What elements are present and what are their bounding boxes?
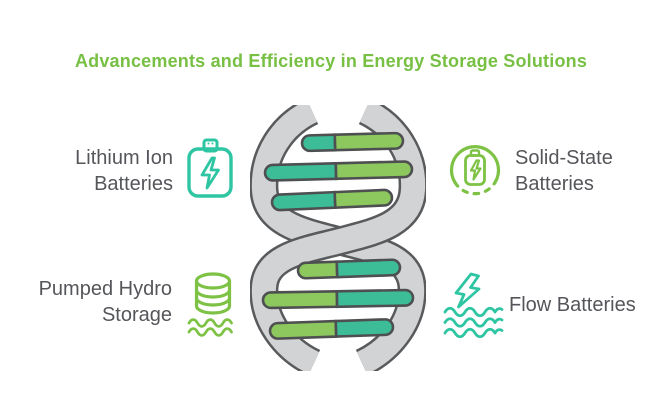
dna-helix-graphic (250, 105, 426, 371)
label-pumped-hydro-storage: Pumped Hydro Storage (39, 276, 172, 328)
label-lithium-ion-batteries: Lithium Ion Batteries (75, 145, 173, 197)
label-line: Batteries (515, 173, 594, 195)
label-line: Solid-State (515, 147, 613, 169)
label-line: Batteries (94, 173, 173, 195)
battery-bolt-icon (187, 138, 233, 198)
battery-circle-dashed-icon (449, 145, 501, 196)
helix-rung (296, 258, 402, 280)
label-line: Storage (101, 304, 172, 326)
bolt-waves-icon (443, 272, 504, 339)
helix-rung (270, 188, 394, 212)
helix-rung (261, 288, 415, 310)
helix-rungs (261, 131, 415, 340)
label-solid-state-batteries: Solid-State Batteries (515, 145, 613, 197)
helix-rung (263, 160, 414, 182)
cylinder-waves-icon (187, 272, 233, 337)
page-title: Advancements and Efficiency in Energy St… (74, 51, 588, 71)
label-flow-batteries: Flow Batteries (509, 292, 636, 318)
helix-rung (300, 131, 405, 153)
helix-strand-front (251, 105, 426, 371)
label-line: Lithium Ion (75, 147, 173, 169)
label-line: Pumped Hydro (38, 278, 172, 300)
label-line: Flow Batteries (509, 294, 636, 316)
helix-rung (268, 318, 395, 340)
